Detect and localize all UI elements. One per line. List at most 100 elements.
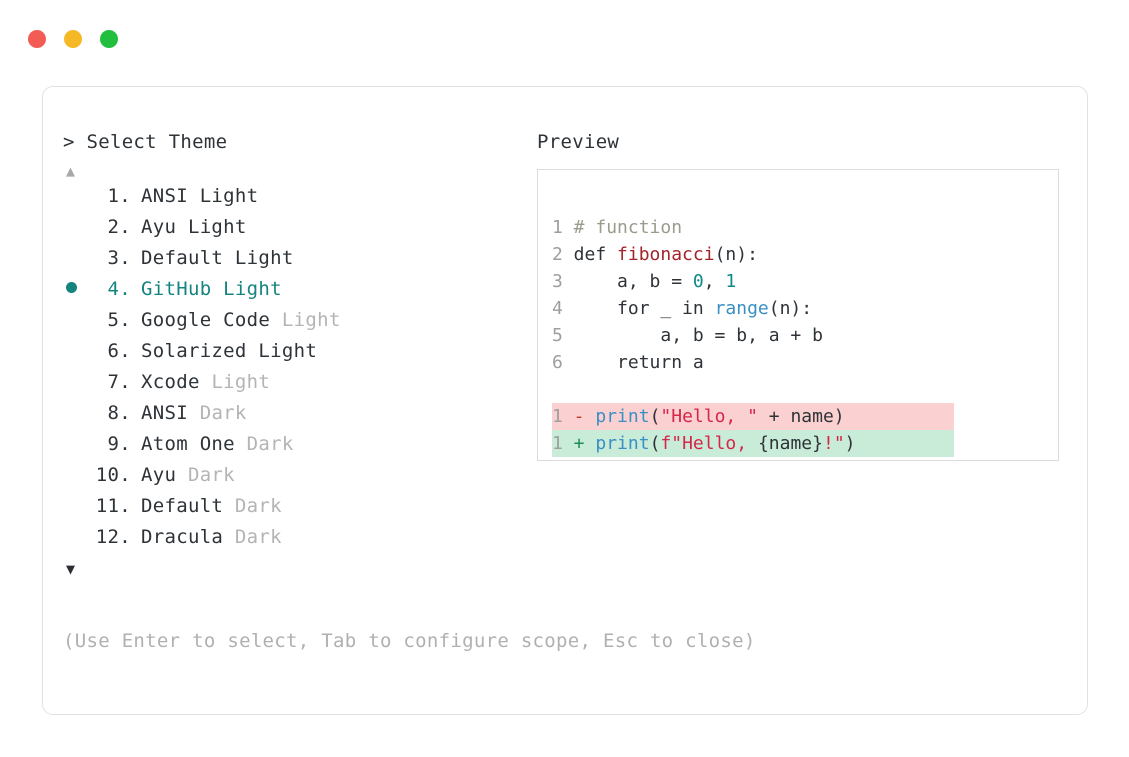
close-dot[interactable] (28, 30, 46, 48)
theme-item-name: Default Light (141, 247, 294, 269)
code-line: 5 a, b = b, a + b (552, 322, 1058, 349)
code-token-plain: (n): (768, 298, 813, 319)
theme-list-item[interactable]: 6. Solarized Light (63, 340, 533, 371)
theme-item-name: Xcode (141, 371, 200, 393)
code-line: 3 a, b = 0, 1 (552, 268, 1058, 295)
code-token-plain: ( (649, 433, 661, 454)
scroll-up-arrow[interactable]: ▲ (66, 162, 76, 180)
diff-line-number: 1 (552, 433, 563, 454)
theme-item-index: 2. (107, 216, 131, 238)
theme-item-variant: Light (270, 309, 341, 331)
code-token-plain: a, b = b, a + b (562, 325, 823, 346)
theme-item-index: 9. (107, 433, 131, 455)
theme-item-variant: Dark (223, 495, 282, 517)
theme-item-name: Atom One (141, 433, 235, 455)
theme-list-item[interactable]: 3. Default Light (63, 247, 533, 278)
theme-item-index: 3. (107, 247, 131, 269)
code-token-str: "Hello, " (660, 406, 758, 427)
code-token-plain (585, 406, 596, 427)
theme-item-variant: Dark (187, 402, 247, 424)
theme-item-variant: Light (199, 371, 271, 393)
code-line: 4 for _ in range(n): (552, 295, 1058, 322)
theme-item-index: 11. (95, 495, 131, 517)
code-token-str: !" (822, 433, 845, 454)
code-token-plain: ) (844, 433, 856, 454)
diff-marker: - (562, 406, 585, 427)
code-line-number: 2 (552, 244, 563, 265)
theme-list-item[interactable]: 2. Ayu Light (63, 216, 533, 247)
code-token-builtin: print (595, 433, 650, 454)
code-token-plain (585, 433, 596, 454)
theme-list-item[interactable]: 12. Dracula Dark (63, 526, 533, 557)
theme-item-index: 4. (107, 278, 131, 300)
theme-list-item[interactable]: 8. ANSI Dark (63, 402, 533, 433)
theme-item-name: Ayu (141, 464, 177, 486)
code-token-plain: (n): (714, 244, 758, 265)
theme-list-item[interactable]: 9. Atom One Dark (63, 433, 533, 464)
code-line-number: 3 (552, 271, 563, 292)
theme-list-item[interactable]: 7. Xcode Light (63, 371, 533, 402)
code-line: 1 # function (552, 214, 1058, 241)
theme-item-name: Dracula (141, 526, 224, 548)
scroll-down-arrow[interactable]: ▼ (66, 560, 76, 578)
code-token-plain: for _ in (562, 298, 715, 319)
code-token-plain: + name) (757, 406, 845, 427)
code-line-number: 1 (552, 217, 563, 238)
theme-item-index: 5. (107, 309, 131, 331)
code-token-comment: # function (562, 217, 683, 238)
diff-marker: + (562, 433, 585, 454)
diff-line-number: 1 (552, 406, 563, 427)
theme-item-variant: Dark (176, 464, 235, 486)
theme-list-item[interactable]: 1.ANSI Light (63, 185, 533, 216)
theme-item-name: ANSI (141, 402, 188, 424)
code-token-num: 1 (725, 271, 737, 292)
code-token-builtin: print (595, 406, 650, 427)
maximize-dot[interactable] (100, 30, 118, 48)
theme-item-name: GitHub Light (141, 278, 282, 300)
select-theme-title: > Select Theme (63, 131, 228, 153)
theme-item-name: Google Code (141, 309, 271, 331)
code-line-number: 4 (552, 298, 563, 319)
theme-item-name: Default (141, 495, 224, 517)
diff-line-del: 1 - print("Hello, " + name) (552, 403, 954, 430)
theme-item-index: 10. (95, 464, 131, 486)
theme-item-name: Ayu Light (141, 216, 247, 238)
code-token-interp: {name} (757, 433, 823, 454)
help-hint-text: (Use Enter to select, Tab to configure s… (63, 630, 756, 652)
theme-item-name: ANSI Light (141, 185, 259, 207)
preview-title: Preview (537, 131, 620, 153)
theme-item-index: 6. (107, 340, 131, 362)
code-token-kw: def (562, 244, 618, 265)
code-token-builtin: range (714, 298, 769, 319)
minimize-dot[interactable] (64, 30, 82, 48)
theme-item-name: Solarized Light (141, 340, 318, 362)
theme-item-index: 8. (107, 402, 131, 424)
code-token-plain: a, b = (562, 271, 693, 292)
code-token-str: f"Hello, (660, 433, 758, 454)
theme-item-index: 12. (95, 526, 131, 548)
code-spacer (552, 376, 1058, 403)
theme-list-item[interactable]: 5. Google Code Light (63, 309, 533, 340)
theme-item-variant: Dark (223, 526, 282, 548)
theme-list-item[interactable]: 11. Default Dark (63, 495, 533, 526)
code-line: 6 return a (552, 349, 1058, 376)
code-token-plain: , (703, 271, 726, 292)
selected-bullet-icon (66, 282, 77, 293)
code-line: 2 def fibonacci(n): (552, 241, 1058, 268)
theme-item-index: 7. (107, 371, 131, 393)
code-line-number: 6 (552, 352, 563, 373)
theme-list-item[interactable]: 4. GitHub Light (63, 278, 533, 309)
theme-item-variant: Dark (234, 433, 294, 455)
window-titlebar (28, 30, 118, 48)
code-token-plain: return a (562, 352, 704, 373)
theme-list-item[interactable]: 10. Ayu Dark (63, 464, 533, 495)
code-line-number: 5 (552, 325, 563, 346)
code-token-num: 0 (692, 271, 704, 292)
